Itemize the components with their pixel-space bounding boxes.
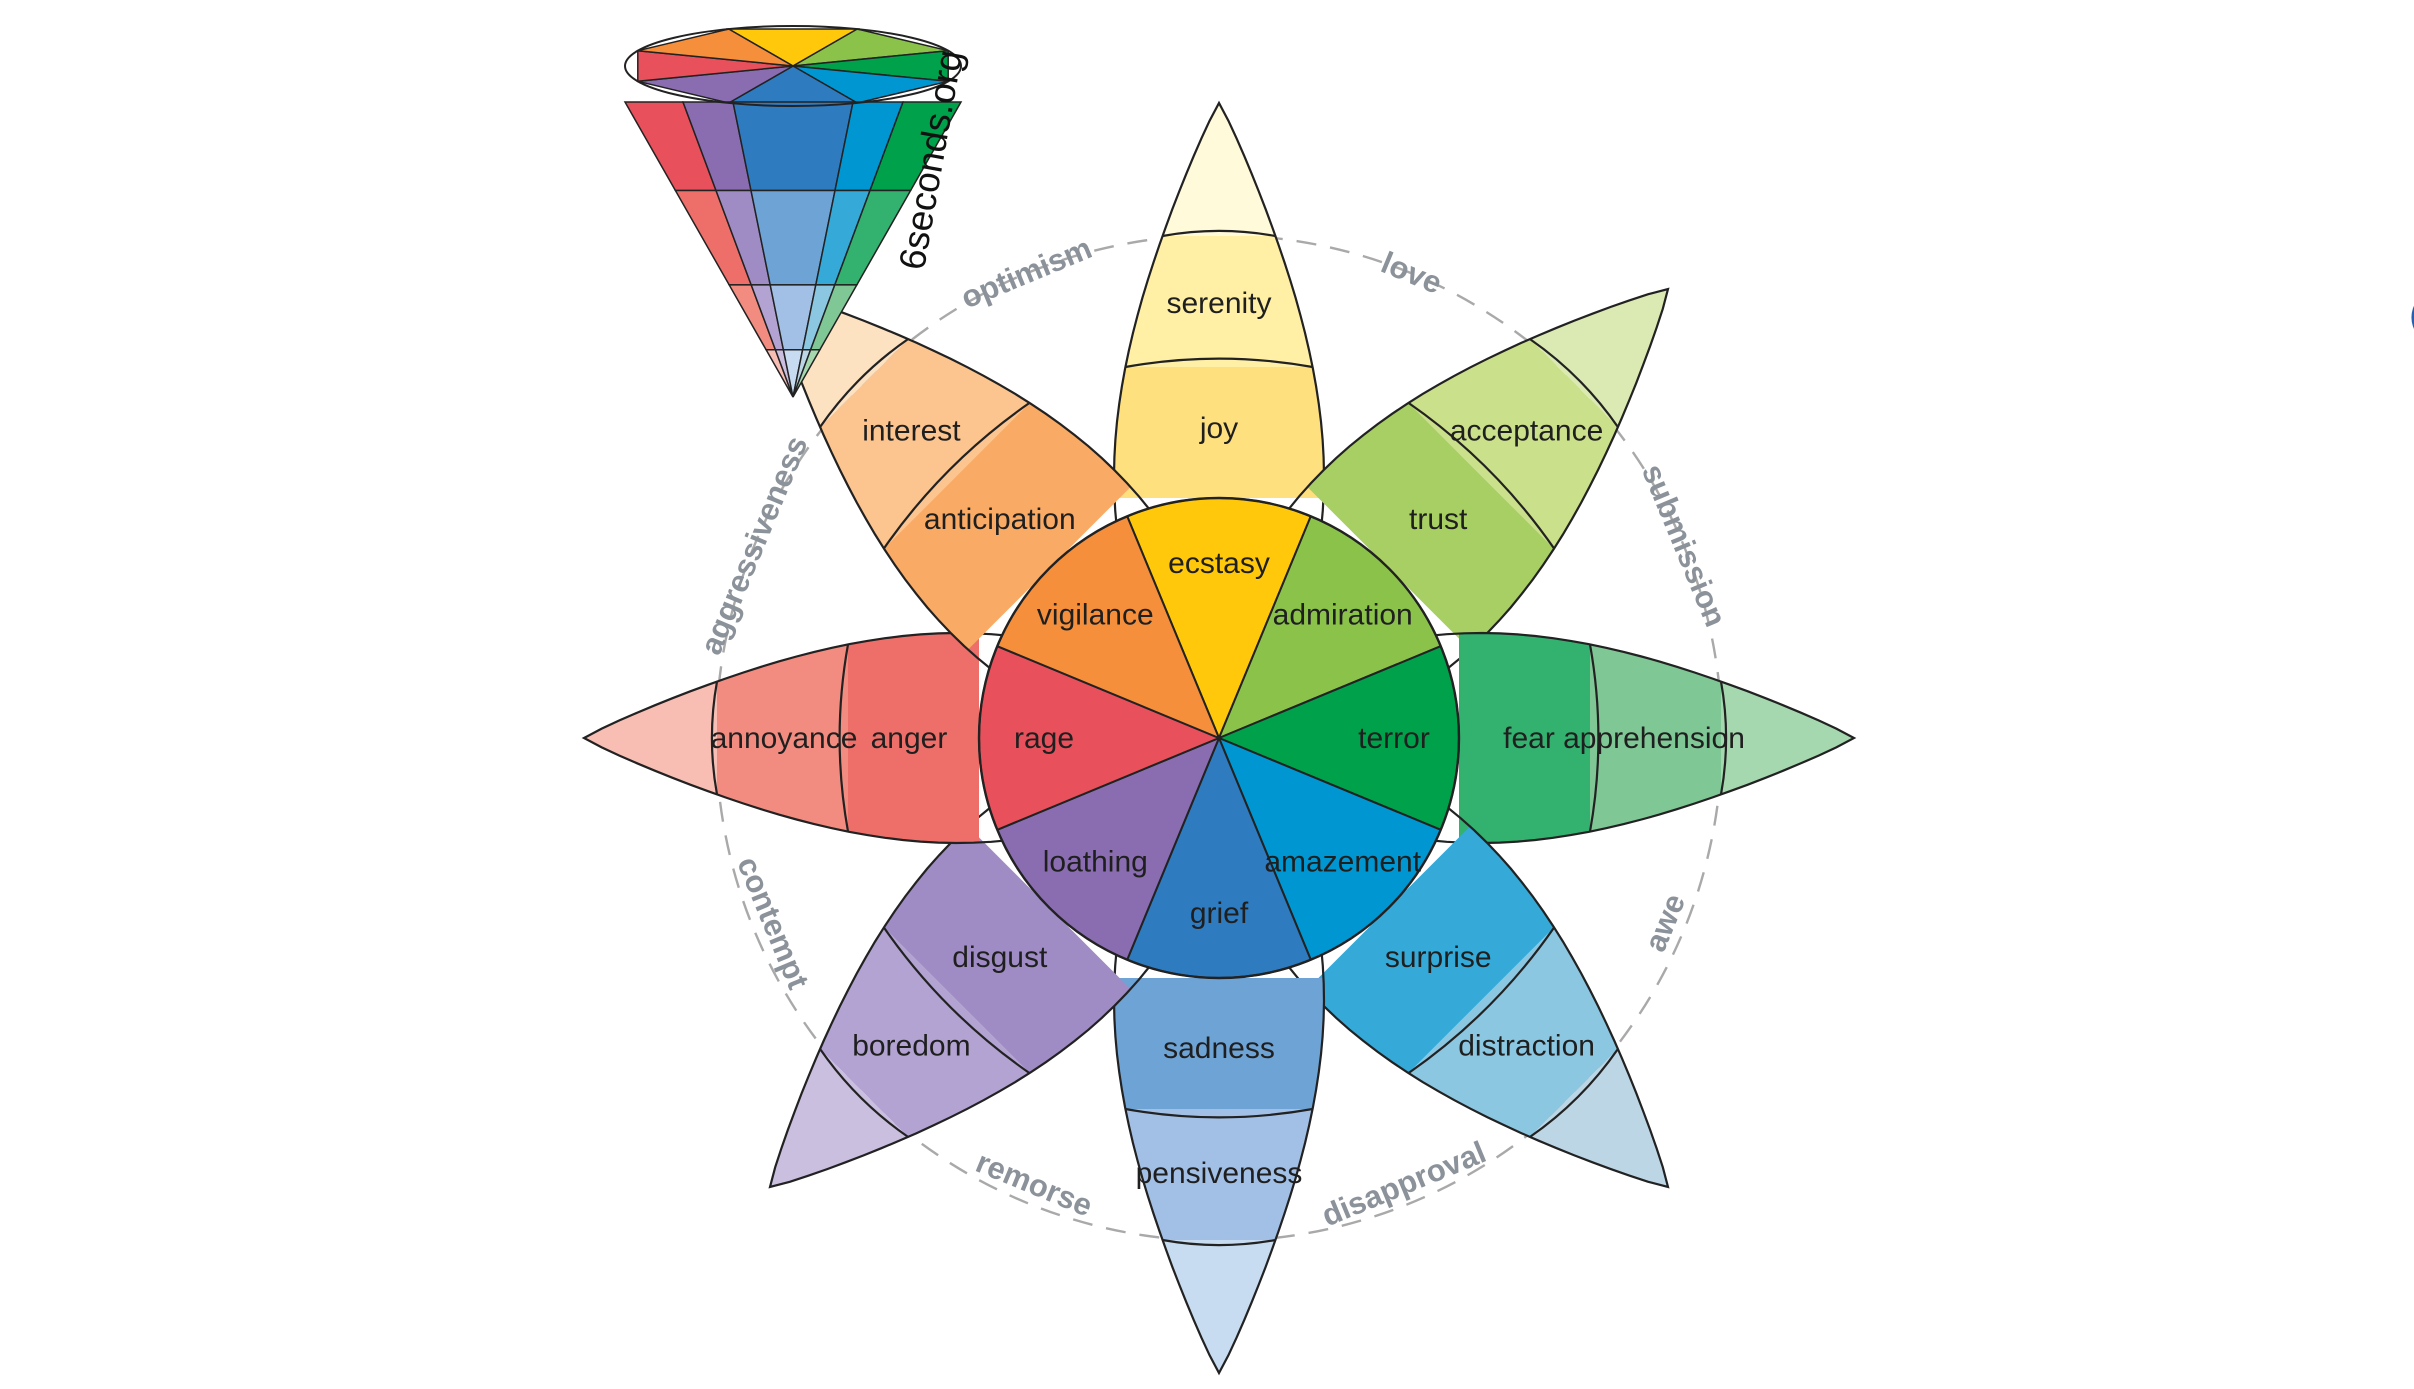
- petal-anger-band-0: [848, 633, 979, 843]
- petal-surprise-band-0: [1307, 826, 1555, 1074]
- emotion-label-sadness: sadness: [1163, 1032, 1275, 1065]
- petal-sadness-band-2: [1162, 1240, 1276, 1373]
- petal-fear-band-0: [1459, 633, 1590, 843]
- cone-side-fear-3: [792, 349, 822, 398]
- dyad-label-remorse: remorse: [971, 1144, 1097, 1223]
- emotion-label-pensiveness: pensiveness: [1136, 1157, 1303, 1190]
- petal-sadness-band-1: [1125, 1109, 1313, 1240]
- petal-disgust-divider-1: [819, 1048, 909, 1138]
- petal-trust-band-1: [1408, 339, 1618, 549]
- emotion-label-interest: interest: [862, 414, 961, 447]
- petal-fear-divider-0: [1588, 644, 1600, 832]
- emotion-label-serenity: serenity: [1166, 287, 1271, 320]
- petal-joy-band-2: [1162, 103, 1276, 236]
- emotion-label-amazement: amazement: [1264, 846, 1421, 879]
- petal-fear-band-2: [1721, 681, 1854, 795]
- emotion-label-boredom: boredom: [852, 1030, 970, 1063]
- petal-disgust-band-1: [820, 927, 1030, 1137]
- emotion-label-terror: terror: [1358, 722, 1430, 755]
- petal-anticipation-divider-1: [819, 338, 909, 428]
- petal-anticipation-divider-0: [882, 401, 1031, 550]
- emotion-labels: ecstasy joy serenity admiration trust accepta…: [711, 287, 1745, 1190]
- emotion-label-vigilance: vigilance: [1037, 598, 1154, 631]
- petal-anger-outline: [581, 631, 1011, 845]
- petal-anger-divider-0: [838, 644, 850, 832]
- dyad-label-awe: awe: [1637, 889, 1692, 957]
- petal-surprise-divider-0: [1407, 926, 1556, 1075]
- petal-anticipation-band-1: [820, 339, 1030, 549]
- emotion-label-anger: anger: [871, 722, 948, 755]
- petal-surprise-band-1: [1408, 927, 1618, 1137]
- petal-surprise-band-2: [1530, 1049, 1668, 1187]
- petals: [581, 100, 1857, 1376]
- petal-anger-band-2: [584, 681, 717, 795]
- cropped-edge-glyph: (: [2408, 294, 2414, 340]
- cone-side-sadness-0: [732, 101, 854, 192]
- dyad-label-optimism: optimism: [956, 230, 1097, 315]
- petal-disgust-divider-0: [882, 926, 1031, 1075]
- emotion-label-grief: grief: [1190, 897, 1249, 930]
- emotion-label-ecstasy: ecstasy: [1168, 547, 1270, 580]
- dyad-label-disapproval: disapproval: [1317, 1134, 1491, 1233]
- emotion-label-joy: joy: [1199, 412, 1238, 445]
- petal-disgust-band-2: [770, 1049, 908, 1187]
- center-circle: [977, 496, 1461, 980]
- dyad-label-love: love: [1376, 245, 1447, 301]
- emotion-label-loathing: loathing: [1043, 846, 1148, 879]
- petal-disgust-band-0: [883, 826, 1131, 1074]
- petal-surprise-divider-1: [1529, 1048, 1619, 1138]
- emotion-label-annoyance: annoyance: [711, 722, 858, 755]
- petal-joy-band-1: [1125, 236, 1313, 367]
- petal-joy: [1112, 100, 1326, 530]
- petal-fear-band-1: [1590, 644, 1721, 832]
- emotion-label-trust: trust: [1409, 503, 1468, 536]
- petal-anticipation-band-0: [883, 402, 1131, 650]
- petal-sadness: [1112, 946, 1326, 1376]
- cone-top-anticipation: [637, 28, 794, 67]
- petal-anger: [581, 631, 1011, 845]
- petal-fear-outline: [1427, 631, 1857, 845]
- petal-joy-outline: [1112, 100, 1326, 530]
- petal-joy-divider-1: [1162, 229, 1276, 238]
- emotion-label-acceptance: acceptance: [1450, 414, 1603, 447]
- petal-sadness-divider-1: [1162, 1238, 1276, 1247]
- emotion-label-anticipation: anticipation: [924, 503, 1076, 536]
- petal-anger-band-1: [717, 644, 848, 832]
- emotion-label-disgust: disgust: [952, 941, 1048, 974]
- emotion-label-fear: fear: [1503, 722, 1555, 755]
- emotion-label-apprehension: apprehension: [1563, 722, 1745, 755]
- cone-rim: [624, 25, 962, 107]
- petal-fear: [1427, 631, 1857, 845]
- petal-sadness-divider-0: [1125, 1107, 1313, 1119]
- petal-disgust-outline: [768, 805, 1152, 1189]
- petal-fear-divider-1: [1719, 681, 1728, 795]
- petal-trust-band-0: [1307, 402, 1555, 650]
- dyad-label-submission: submission: [1635, 459, 1733, 632]
- petal-disgust: [768, 805, 1152, 1189]
- petal-trust-outline: [1286, 287, 1670, 671]
- emotion-label-admiration: admiration: [1273, 598, 1413, 631]
- petal-anger-divider-1: [710, 681, 719, 795]
- emotion-label-rage: rage: [1014, 722, 1074, 755]
- petal-trust: [1286, 287, 1670, 671]
- petal-surprise: [1286, 805, 1670, 1189]
- petal-joy-divider-0: [1125, 357, 1313, 369]
- center-outline: [977, 496, 1461, 980]
- dyad-label-aggressiveness: aggressiveness: [693, 431, 814, 659]
- petal-trust-band-2: [1530, 289, 1668, 427]
- emotion-label-surprise: surprise: [1385, 941, 1492, 974]
- emotion-label-distraction: distraction: [1458, 1030, 1595, 1063]
- emotion-cone-model: [623, 25, 963, 398]
- petal-trust-divider-1: [1529, 338, 1619, 428]
- petal-surprise-outline: [1286, 805, 1670, 1189]
- petal-sadness-outline: [1112, 946, 1326, 1376]
- petal-sadness-band-0: [1114, 978, 1324, 1109]
- petal-trust-divider-0: [1407, 401, 1556, 550]
- petal-joy-band-0: [1114, 367, 1324, 498]
